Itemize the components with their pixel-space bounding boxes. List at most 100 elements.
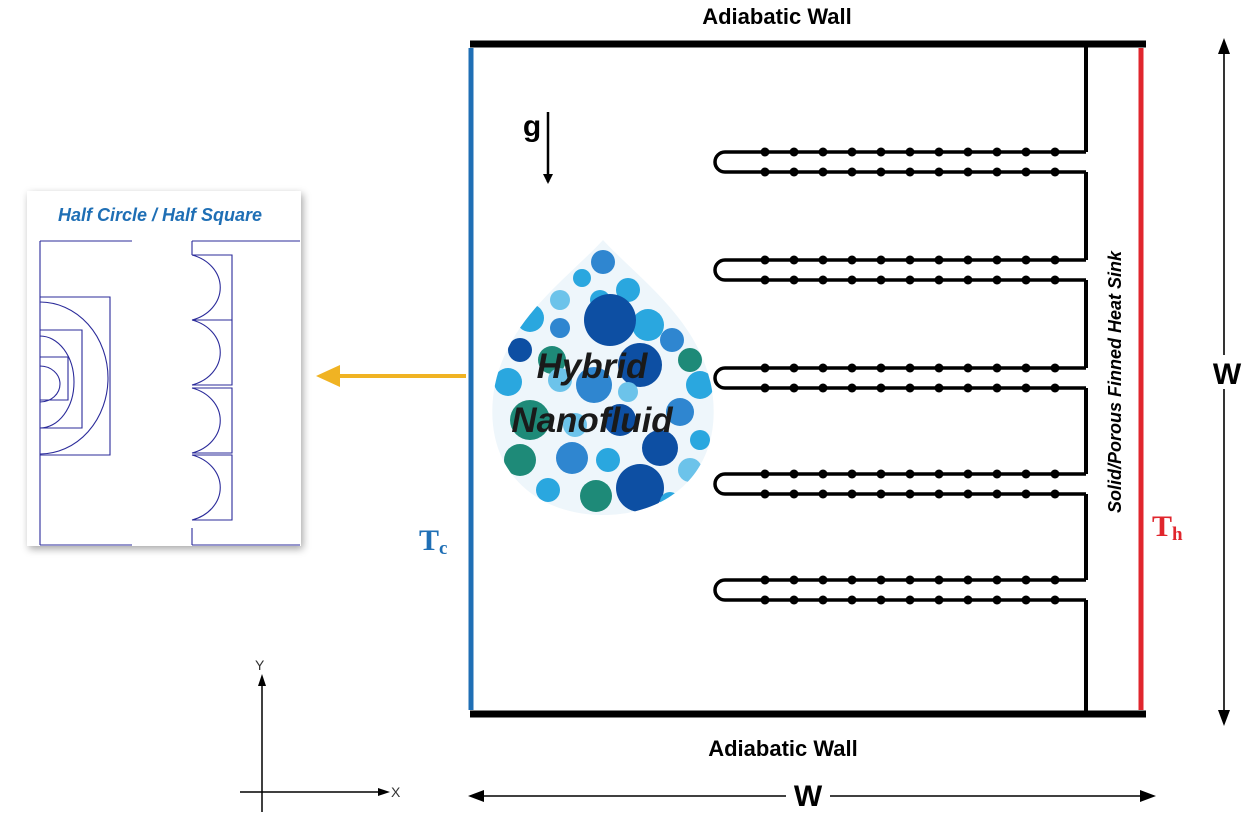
fin-bump (847, 489, 857, 499)
fin-bump (1021, 147, 1031, 157)
fin-bump (934, 383, 944, 393)
fin-bump (760, 363, 770, 373)
horizontal-width-dimension: W (468, 778, 1156, 813)
fin-bump (847, 147, 857, 157)
fin-bump (847, 469, 857, 479)
nanoparticle-bubble (604, 404, 636, 436)
vertical-width-label: W (1213, 358, 1242, 391)
fin-bump (1021, 167, 1031, 177)
fin-bump (992, 575, 1002, 585)
finned-heat-sink (713, 46, 1088, 714)
fin-bump (1050, 147, 1060, 157)
nanoparticle-bubble (618, 382, 638, 402)
fin-bump (789, 275, 799, 285)
fin-bump (934, 255, 944, 265)
fin-bump (818, 147, 828, 157)
gravity-label: g (523, 110, 541, 143)
fin-bump (789, 595, 799, 605)
fin-bump (992, 147, 1002, 157)
fin-bump (876, 595, 886, 605)
fin-bump (789, 489, 799, 499)
fin-bump (963, 275, 973, 285)
fin-bump (963, 363, 973, 373)
fin-bump (905, 363, 915, 373)
nanoparticle-bubble (508, 338, 532, 362)
nanoparticle-bubble (538, 346, 566, 374)
fin-bump (847, 275, 857, 285)
nanoparticle-bubble (548, 368, 572, 392)
inset-pointer-arrow (316, 365, 466, 387)
nanoparticle-bubble (576, 367, 612, 403)
fin-bump (963, 255, 973, 265)
vertical-width-dimension: W (1210, 38, 1242, 726)
fin-bump (934, 275, 944, 285)
fin-bump (876, 255, 886, 265)
fin-bump (760, 489, 770, 499)
fin-bump (760, 255, 770, 265)
fin-bump (847, 363, 857, 373)
horizontal-width-label: W (794, 780, 823, 813)
nanoparticle-bubble (660, 492, 680, 512)
fin-bump (760, 167, 770, 177)
fin-bump (818, 575, 828, 585)
fin-bump (934, 147, 944, 157)
fin-bump (1021, 275, 1031, 285)
fin-bump (963, 595, 973, 605)
fin-bump (905, 489, 915, 499)
bottom-wall-label: Adiabatic Wall (708, 736, 858, 761)
fin-bump (934, 167, 944, 177)
fin-bump (876, 575, 886, 585)
nanoparticle-bubble (666, 398, 694, 426)
fin-bump (818, 363, 828, 373)
fin-bump (1050, 363, 1060, 373)
fin-bump (1021, 383, 1031, 393)
fin-bump (760, 383, 770, 393)
fin-bump (876, 489, 886, 499)
fin-bump (1050, 595, 1060, 605)
fin-bump (876, 363, 886, 373)
fin-bump (963, 575, 973, 585)
hot-wall-label: Th (1152, 510, 1183, 545)
fin-bump (934, 469, 944, 479)
coordinate-axes: Y X (240, 657, 401, 812)
cold-wall-label: Tc (419, 524, 447, 559)
top-wall-label: Adiabatic Wall (702, 4, 852, 29)
fin-bump (1050, 255, 1060, 265)
fin-bump (934, 575, 944, 585)
fin-bump (1050, 275, 1060, 285)
nanoparticle-bubble (516, 304, 544, 332)
nanoparticle-bubble (510, 400, 550, 440)
nanoparticle-bubble (500, 480, 520, 500)
fin-bump (1050, 167, 1060, 177)
nanoparticle-bubble (686, 371, 714, 399)
fin (713, 363, 1086, 393)
nanoparticle-bubble (580, 480, 612, 512)
enclosure (468, 40, 1146, 718)
fin-bump (789, 255, 799, 265)
fin-bump (992, 469, 1002, 479)
fin-bump (847, 595, 857, 605)
nanofluid-droplet: Hybrid Nanofluid (492, 240, 714, 515)
axis-y-label: Y (255, 657, 265, 673)
fin-bump (1050, 383, 1060, 393)
fin-bump (963, 489, 973, 499)
fin-bump (760, 575, 770, 585)
nanoparticle-bubble (632, 309, 664, 341)
fin-bump (905, 383, 915, 393)
heat-sink-label: Solid/Porous Finned Heat Sink (1105, 250, 1125, 513)
fin-bump (760, 275, 770, 285)
fin-bump (818, 489, 828, 499)
fin-bump (876, 383, 886, 393)
inset-title: Half Circle / Half Square (58, 205, 262, 225)
fin-bump (789, 383, 799, 393)
fin-bump (847, 575, 857, 585)
fin-bump (992, 383, 1002, 393)
fin-bump (905, 275, 915, 285)
nanofluid-label-line1: Hybrid (537, 347, 648, 386)
fin-bump (1050, 469, 1060, 479)
fin-bump (789, 469, 799, 479)
fin-bump (905, 255, 915, 265)
fin-bump (876, 167, 886, 177)
fin-bump (818, 167, 828, 177)
nanoparticle-bubble (660, 328, 684, 352)
